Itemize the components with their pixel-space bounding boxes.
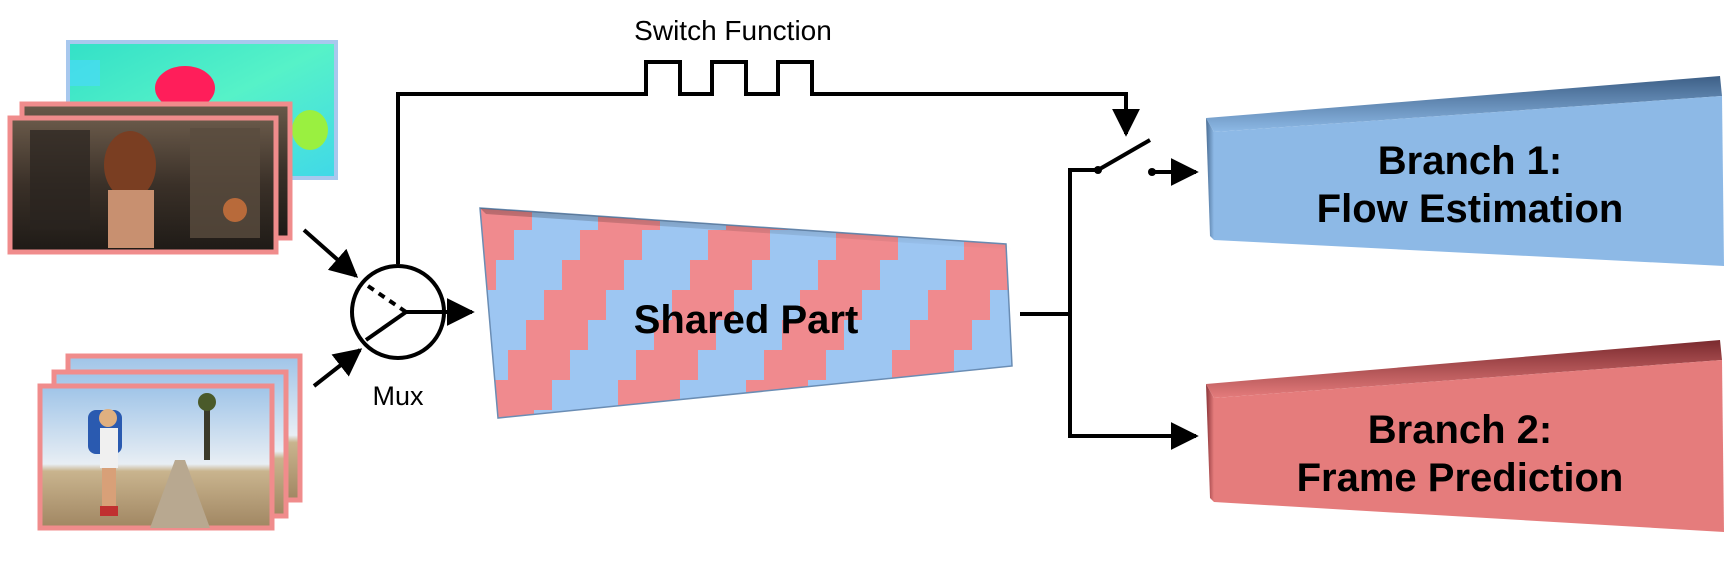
branch-connectors (1020, 168, 1199, 450)
switch-function-signal (396, 60, 1140, 264)
branch1-subtitle: Flow Estimation (1317, 187, 1624, 231)
mux-symbol (350, 264, 475, 360)
branch1-title: Branch 1: (1378, 139, 1563, 183)
branch2-title: Branch 2: (1368, 408, 1553, 452)
switch-symbol (1094, 138, 1199, 186)
branch2-block (1206, 340, 1724, 532)
game-scene-frame (7, 115, 279, 255)
switch-function-label: Switch Function (634, 15, 832, 46)
branch2-subtitle: Frame Prediction (1297, 456, 1624, 500)
mux-label: Mux (372, 381, 424, 411)
shared-stripe (480, 208, 660, 418)
bottom-image-stack (37, 353, 303, 531)
bottom-input-arrow (312, 348, 363, 388)
shared-stripe (582, 208, 788, 418)
branch1-block (1206, 76, 1724, 266)
desert-hiker-frame (37, 383, 275, 531)
shared-part-label: Shared Part (634, 298, 859, 342)
top-input-arrow (302, 228, 359, 278)
top-image-stack (7, 40, 338, 255)
